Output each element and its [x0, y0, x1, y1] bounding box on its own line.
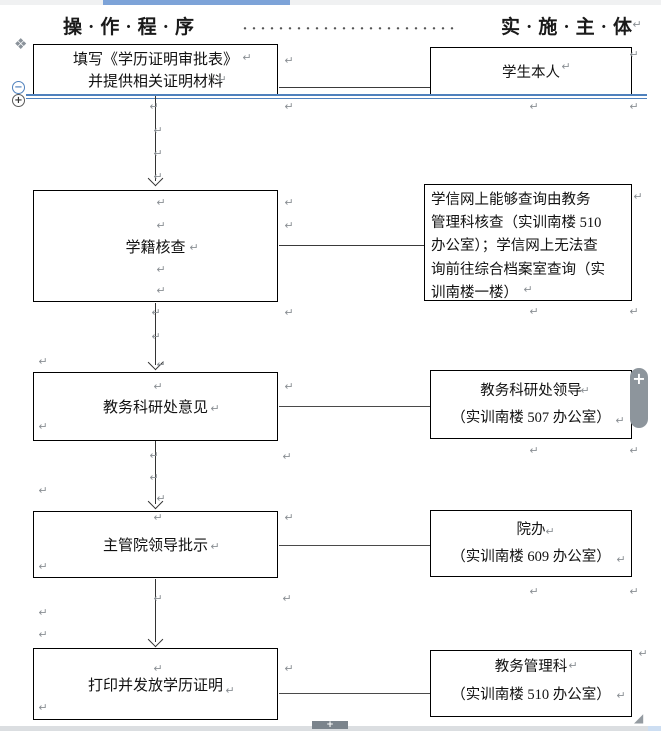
box-text-line: 打印并发放学历证明 [87, 677, 223, 694]
box-text-line: 教务管理科 [494, 659, 568, 675]
resize-corner-icon[interactable]: ◢ [634, 711, 644, 725]
box-text-line: 学生本人 [502, 64, 560, 81]
page-header: 操·作·程·序 ························ 实·施·主·体 [63, 12, 638, 39]
box-text-line: （实训南楼 507 办公室） [451, 410, 611, 426]
flow-box-institute-office[interactable]: 院办 （实训南楼 609 办公室） [430, 510, 632, 577]
box-text-line: 填写《学历证明审批表》 [72, 52, 238, 68]
paragraph-mark: ↵ [529, 304, 539, 318]
paragraph-mark: ↵ [38, 605, 48, 619]
flow-box-office-opinion[interactable]: 教务科研处意见 [33, 372, 278, 441]
paragraph-mark: ↵ [284, 379, 294, 393]
paragraph-mark: ↵ [629, 99, 639, 113]
arrow-head-1 [147, 170, 164, 187]
paragraph-mark: ↵ [282, 449, 292, 463]
header-procedure-title: 操·作·程·序 [63, 17, 201, 38]
box-text-line: 办公室）；学信网上无法查 [431, 238, 598, 255]
arrow-head-4 [147, 631, 164, 648]
paragraph-mark: ↵ [284, 99, 294, 113]
paragraph-mark: ↵ [629, 584, 639, 598]
arrow-head-3 [147, 493, 164, 510]
connector-row5 [279, 693, 430, 694]
flow-box-leader-approval[interactable]: 主管院领导批示 [33, 511, 278, 578]
box-text-line: （实训南楼 609 办公室） [451, 549, 611, 565]
paragraph-mark: ↵ [284, 510, 294, 524]
paragraph-mark: ↵ [633, 189, 643, 203]
paragraph-mark: ↵ [284, 305, 294, 319]
box-text-line: 主管院领导批示 [102, 538, 208, 554]
paragraph-mark: ↵ [638, 646, 648, 660]
paragraph-mark: ↵ [38, 483, 48, 497]
blue-anchor-line-top [26, 94, 647, 96]
box-text-line: 院办 [516, 522, 546, 538]
box-text-line: 学信网上能够查询由教务 [431, 192, 591, 208]
header-subject-title: 实·施·主·体 [500, 17, 638, 38]
paragraph-mark: ↵ [629, 443, 639, 457]
blue-anchor-line-bottom [26, 98, 647, 99]
box-text-line: 教务科研处领导 [480, 383, 582, 399]
dot-leader: ························ [242, 21, 459, 37]
arrow-shaft-3 [154, 441, 156, 504]
flow-box-status-check[interactable]: 学籍核查 [33, 190, 278, 302]
arrow-shaft-1 [154, 96, 156, 181]
connector-row1 [279, 87, 430, 88]
flow-box-office-leader[interactable]: 教务科研处领导 （实训南楼 507 办公室） [430, 370, 632, 439]
box-text-line: 教务科研处意见 [102, 400, 208, 416]
expand-plus-icon[interactable]: + [12, 94, 25, 107]
arrow-shaft-2 [154, 303, 156, 365]
flow-box-student[interactable]: 学生本人 [430, 47, 632, 95]
box-text-line: 学籍核查 [125, 239, 186, 256]
arrow-shaft-4 [154, 579, 156, 642]
paragraph-mark: ↵ [529, 443, 539, 457]
paragraph-mark: ↵ [284, 53, 294, 67]
paragraph-mark: ↵ [151, 305, 161, 319]
collapse-minus-icon[interactable]: − [12, 81, 25, 94]
box-text-line: （实训南楼 510 办公室） [451, 687, 611, 703]
bottom-scrollbar-corner [648, 726, 661, 731]
connector-row2 [279, 245, 424, 246]
paragraph-mark: ↵ [38, 627, 48, 641]
arrow-head-2 [147, 354, 164, 371]
flow-box-fill-application[interactable]: 填写《学历证明审批表》 并提供相关证明材料 [33, 44, 278, 96]
box-text-line: 并提供相关证明材料 [87, 74, 223, 90]
top-scrollbar-thumb[interactable] [103, 0, 290, 5]
connector-row3 [279, 406, 430, 407]
paragraph-mark: ↵ [284, 195, 294, 209]
paragraph-mark: ↵ [284, 661, 294, 675]
box-text-line: 管理科核查（实训南楼 510 [431, 215, 602, 232]
connector-row4 [279, 545, 430, 546]
bottom-plus-button[interactable]: + [312, 721, 348, 730]
box-text-line: 训南楼一楼） [431, 284, 518, 301]
flow-box-print-issue[interactable]: 打印并发放学历证明 [33, 648, 278, 720]
paragraph-mark: ↵ [151, 329, 161, 343]
flow-box-chsi-check[interactable]: 学信网上能够查询由教务 管理科核查（实训南楼 510 办公室）；学信网上无法查 … [424, 184, 632, 301]
vertical-scrollbar-thumb[interactable]: + [630, 368, 648, 428]
paragraph-mark: ↵ [284, 218, 294, 232]
paragraph-mark: ↵ [629, 304, 639, 318]
paragraph-mark: ↵ [529, 584, 539, 598]
scrollbar-plus-icon[interactable]: + [632, 369, 646, 388]
move-handle-icon[interactable]: ❖ [14, 35, 28, 53]
paragraph-mark: ↵ [529, 99, 539, 113]
paragraph-mark: ↵ [38, 354, 48, 368]
top-scrollbar-track[interactable] [0, 0, 661, 5]
paragraph-mark: ↵ [282, 591, 292, 605]
flow-box-management-section[interactable]: 教务管理科 （实训南楼 510 办公室） [430, 650, 632, 717]
box-text-line: 询前往综合档案室查询（实 [431, 261, 605, 278]
